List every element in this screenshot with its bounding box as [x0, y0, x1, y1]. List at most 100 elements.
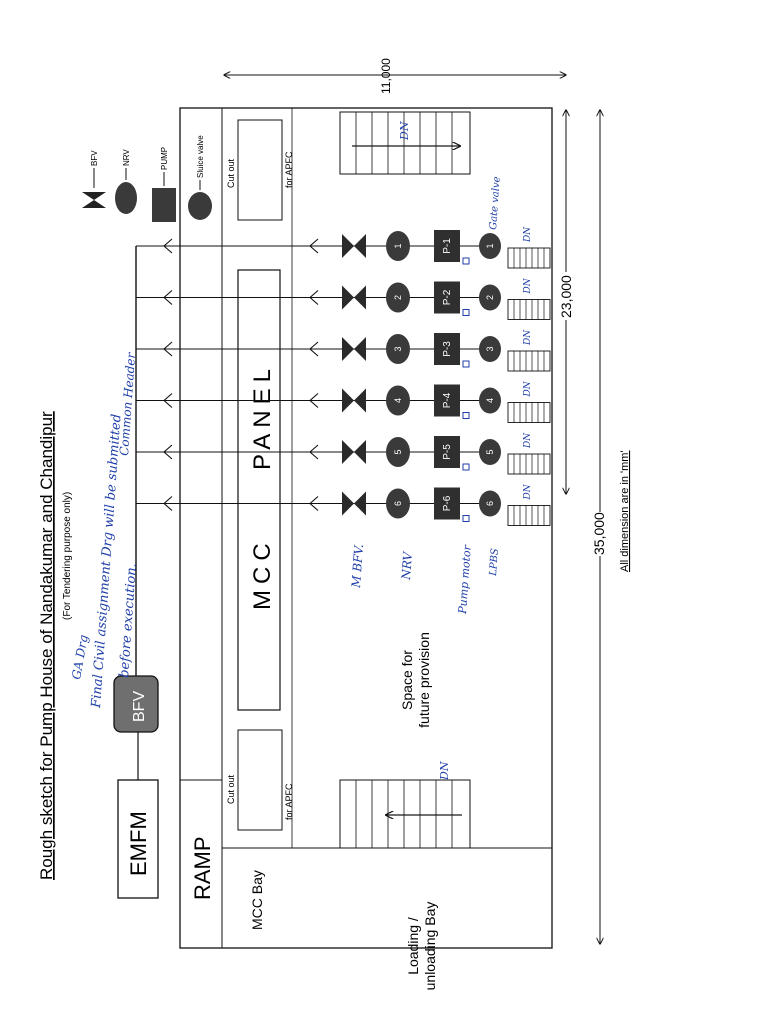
svg-text:Space forfuture provision: Space forfuture provision [399, 632, 432, 728]
units-note: All dimension are in 'mm' [619, 450, 631, 572]
hand-nrv: NRV [399, 550, 415, 581]
legend-sluice-symbol [188, 192, 212, 220]
legend-sluice-label: Sluice valve [196, 135, 205, 178]
stair-left [339, 779, 471, 849]
ramp-label: RAMP [190, 836, 215, 900]
dn-mark: DN [523, 277, 533, 294]
svg-text:EMFM: EMFM [126, 811, 151, 876]
sluice-valve [479, 284, 501, 311]
svg-text:MCC Bay: MCC Bay [249, 870, 265, 930]
sluice-number: 3 [485, 346, 495, 351]
svg-text:Cut out: Cut out [226, 774, 236, 804]
dn-mark: DN [523, 226, 533, 243]
sluice-number: 5 [485, 449, 495, 454]
nrv-valve [386, 385, 410, 416]
svg-text:DN: DN [438, 761, 451, 781]
title-block: Rough sketch for Pump House of Nandakuma… [37, 411, 73, 880]
hand-pump-motor: Pump motor [456, 544, 474, 615]
nrv-valve [386, 282, 410, 313]
sluice-valve [479, 439, 501, 465]
lpbs-marker [462, 360, 470, 368]
legend-nrv-label: NRV [122, 149, 131, 166]
main-bfv-label: BFV [131, 691, 148, 722]
nrv-number: 6 [393, 501, 403, 506]
mcc-panel-label-right: PANEL [249, 363, 276, 470]
lpbs-marker [462, 463, 470, 471]
svg-text:35,000: 35,000 [591, 512, 607, 555]
flow-arrow [309, 393, 319, 408]
hand-m-bfv: M BFV. [349, 544, 366, 590]
svg-text:RAMP: RAMP [190, 836, 215, 900]
nrv-number: 3 [393, 346, 403, 351]
flow-arrow [163, 341, 173, 357]
bfv-valve [342, 234, 366, 258]
svg-text:Common Header: Common Header [117, 351, 138, 456]
bfv-valve [342, 491, 366, 516]
dim-11000-label: 11,000 [379, 58, 393, 94]
hand-ga-drg: GA Drg [69, 633, 91, 680]
sluice-valve [479, 336, 501, 362]
svg-text:11,000: 11,000 [379, 58, 393, 94]
bfv-valve [342, 388, 366, 413]
svg-text:Loading /unloading Bay: Loading /unloading Bay [405, 902, 438, 991]
nrv-number: 1 [393, 243, 403, 248]
sump-ladder [507, 247, 551, 269]
svg-text:Pump motor: Pump motor [456, 544, 474, 615]
lpbs-marker [462, 412, 470, 419]
stair-left-dn: DN [438, 761, 451, 781]
sump-ladder [507, 402, 551, 423]
lpbs-marker [462, 257, 470, 265]
sluice-valve [479, 387, 501, 414]
bfv-valve [342, 337, 366, 361]
pump-block [434, 281, 460, 314]
sluice-number: 2 [485, 295, 495, 300]
bfv-valve [342, 285, 366, 310]
svg-text:Cut out: Cut out [226, 158, 236, 188]
svg-text:for APFC: for APFC [284, 783, 294, 820]
sump-ladder [507, 350, 551, 372]
svg-text:LPBS: LPBS [488, 548, 501, 577]
pump-block [434, 230, 460, 262]
nrv-valve [386, 231, 410, 261]
flow-arrow [309, 238, 319, 254]
future-space-label: Space forfuture provision [399, 632, 432, 728]
hand-common-header: Common Header [117, 351, 138, 456]
pump-label: P-5 [442, 444, 453, 460]
sluice-valve [479, 490, 501, 517]
cutout-left-box [237, 729, 283, 831]
inner-wall [221, 107, 553, 949]
dim-23000-label: 23,000 [558, 275, 574, 318]
drawing-subtitle: (For Tendering purpose only) [62, 492, 73, 620]
emfm-label: EMFM [126, 811, 151, 876]
mcc-bay-label: MCC Bay [249, 870, 265, 930]
pump-label: P-6 [442, 495, 453, 511]
legend-bfv-label: BFV [90, 150, 99, 166]
pump-block [434, 333, 460, 365]
svg-text:MCC: MCC [249, 537, 276, 610]
svg-text:23,000: 23,000 [558, 275, 574, 318]
loading-bay-label: Loading /unloading Bay [405, 902, 438, 991]
lpbs-marker [462, 515, 470, 522]
stair-right-dn: DN [398, 121, 411, 141]
pump-block [434, 487, 460, 520]
flow-arrow [309, 496, 319, 511]
apfc-left-label: for APFC [284, 783, 294, 820]
cutout-right-label: Cut out [226, 158, 236, 188]
legend-pump-label: PUMP [160, 147, 169, 170]
flow-arrow [163, 290, 173, 305]
svg-text:PANEL: PANEL [249, 363, 276, 470]
sump-ladder [507, 453, 551, 475]
sluice-valve [479, 233, 501, 259]
nrv-valve [386, 334, 410, 364]
flow-arrow [309, 290, 319, 305]
nrv-valve [386, 488, 410, 519]
pump-label: P-3 [442, 341, 453, 357]
cutout-right-box [237, 119, 283, 221]
mcc-panel [237, 269, 281, 711]
